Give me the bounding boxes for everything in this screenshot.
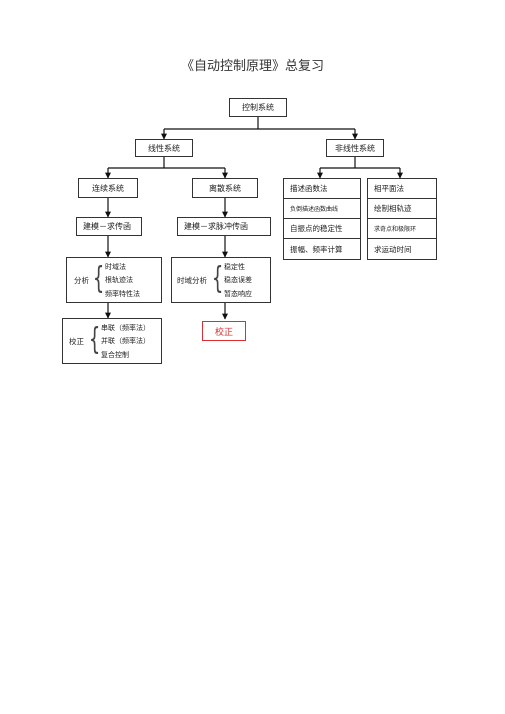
analysis-item-frequency: 频率特性法 — [105, 290, 140, 298]
describing-row-3: 振幅、频率计算 — [290, 244, 343, 254]
continuous-correction-label: 校正 — [69, 337, 84, 346]
discrete-system-label: 离散系统 — [209, 183, 241, 193]
brace-icon: { — [88, 322, 101, 357]
nonlinear-system-box: 非线性系统 — [326, 139, 384, 157]
discrete-system-box: 离散系统 — [192, 178, 258, 198]
discrete-model-box: 建模－求脉冲传函 — [177, 217, 271, 236]
continuous-model-box: 建模－求传函 — [76, 217, 142, 236]
correction-item-composite: 复合控制 — [101, 351, 129, 359]
page-title: 《自动控制原理》总复习 — [180, 59, 324, 74]
describing-row-1: 负倒描述函数曲线 — [284, 199, 360, 219]
control-system-box: 控制系统 — [229, 98, 287, 117]
discrete-correction-label: 校正 — [214, 327, 233, 338]
correction-item-parallel: 并联（频率法） — [101, 337, 150, 345]
analysis-item-root-locus: 根轨迹法 — [105, 276, 133, 284]
phase-plane-title: 相平面法 — [368, 179, 436, 199]
analysis-item-steady-error: 稳态误差 — [224, 276, 252, 284]
phase-plane-table: 相平面法 绘制相轨迹 求奇点和极限环 求运动时间 — [367, 178, 437, 260]
phase-row-1: 绘制相轨迹 — [368, 199, 436, 219]
brace-icon: { — [211, 261, 224, 296]
control-system-label: 控制系统 — [242, 103, 274, 112]
linear-system-label: 线性系统 — [148, 143, 180, 153]
continuous-correction-group: 校正 { 串联（频率法） 并联（频率法） 复合控制 — [62, 318, 162, 364]
continuous-analysis-group: 分析 { 时域法 根轨迹法 频率特性法 — [66, 257, 162, 303]
continuous-analysis-label: 分析 — [74, 276, 89, 285]
describing-row-2: 自振点的稳定性 — [284, 219, 360, 239]
analysis-item-time-domain: 时域法 — [105, 263, 126, 271]
discrete-correction-box: 校正 — [202, 321, 246, 341]
brace-icon: { — [92, 261, 105, 296]
discrete-analysis-label: 时域分析 — [177, 276, 207, 285]
describing-function-table: 描述函数法 负倒描述函数曲线 自振点的稳定性 振幅、频率计算 — [283, 178, 361, 260]
continuous-system-box: 连续系统 — [78, 178, 138, 198]
discrete-model-label: 建模－求脉冲传函 — [184, 222, 248, 231]
continuous-system-label: 连续系统 — [92, 183, 124, 193]
continuous-model-label: 建模－求传函 — [83, 222, 131, 231]
describing-function-title: 描述函数法 — [284, 179, 360, 199]
linear-system-box: 线性系统 — [135, 139, 193, 157]
nonlinear-system-label: 非线性系统 — [335, 143, 375, 153]
correction-item-series: 串联（频率法） — [101, 324, 150, 332]
discrete-analysis-group: 时域分析 { 稳定性 稳态误差 暂态响应 — [171, 257, 271, 303]
analysis-item-stability: 稳定性 — [224, 263, 245, 271]
phase-row-3: 求运动时间 — [374, 244, 412, 254]
phase-row-2: 求奇点和极限环 — [368, 219, 436, 239]
analysis-item-transient: 暂态响应 — [224, 290, 252, 298]
